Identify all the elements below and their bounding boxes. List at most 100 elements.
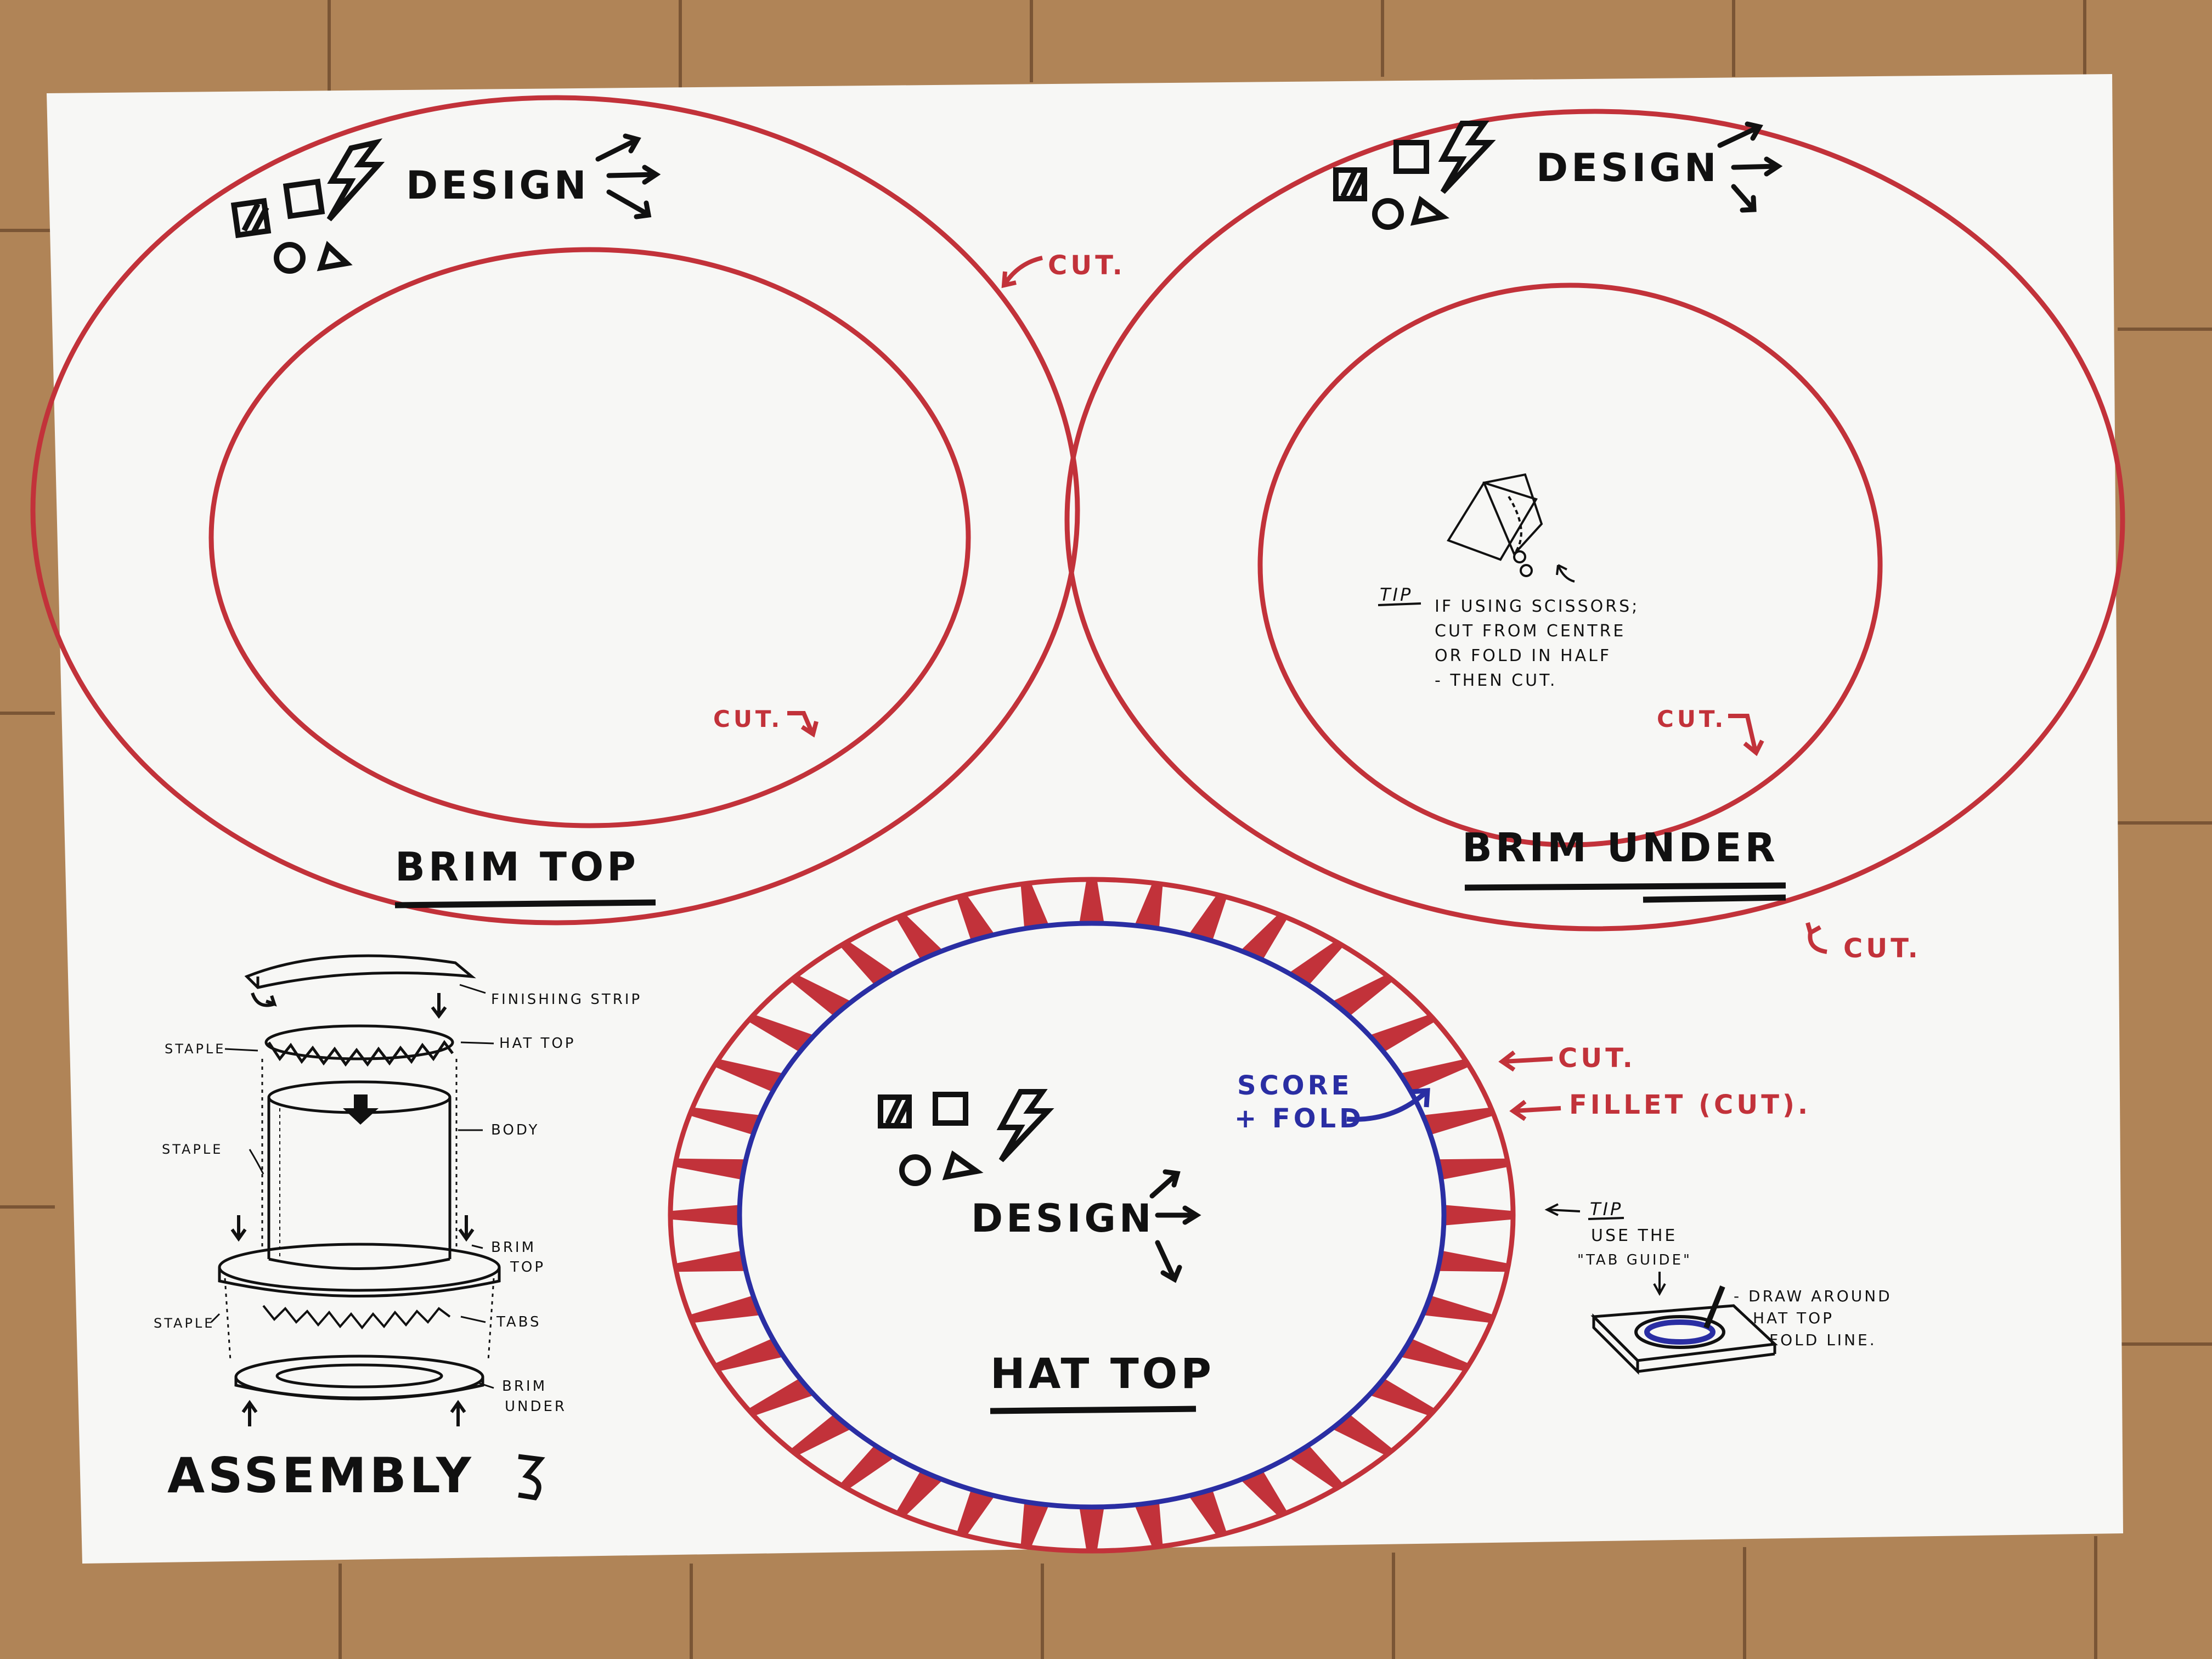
brim-under-tip-line-3: OR FOLD IN HALF (1435, 646, 1611, 665)
up-arrow-icon (450, 1400, 466, 1426)
label-leader-line (249, 1149, 264, 1175)
brim-under-title-underline-2 (1643, 894, 1786, 903)
fillet-tab (1369, 1378, 1436, 1416)
assembly-label-brim-top-2: TOP (510, 1259, 545, 1276)
brim-under-outer-cut-line (1064, 109, 2125, 932)
brim-under-tip-line-2: CUT FROM CENTRE (1435, 622, 1626, 641)
score-fold-arrow-icon (1346, 1088, 1430, 1122)
assembly-label-body: BODY (491, 1122, 539, 1138)
fillet-tab (1423, 1295, 1494, 1323)
fillet-tab (1188, 1489, 1227, 1536)
fillet-tab (895, 914, 943, 960)
tab-guide-tip: TIP USE THE "TAB GUIDE" - DRAW AROUND HA… (1544, 1199, 1892, 1375)
fillet-tab (1369, 1014, 1436, 1052)
fillet-tab (1134, 1502, 1163, 1548)
fillet-tab (1437, 1250, 1509, 1272)
fillet-tab (689, 1295, 761, 1323)
tip-arrow-icon (1544, 1203, 1581, 1216)
label-leader-line (460, 1041, 494, 1045)
fillet-tab (1288, 941, 1344, 985)
brim-under-title-underline (1464, 882, 1786, 891)
assembly-label-brim-under-2: UNDER (505, 1398, 567, 1415)
hat-top-template: DESIGN SCORE + FOLD CUT. FILLET (CUT). H… (668, 877, 1811, 1554)
hat-top-fillet-label: FILLET (CUT). (1569, 1090, 1811, 1120)
assembly-label-staple-2: STAPLE (162, 1142, 223, 1157)
fillet-arrow-icon (1509, 1099, 1561, 1121)
fillet-tab (895, 1470, 943, 1516)
hat-top-cut-label: CUT. (1558, 1043, 1636, 1074)
fillet-tab (790, 974, 852, 1017)
fillet-tab (1437, 1158, 1509, 1180)
design-arrows-icon (1717, 121, 1783, 213)
brim-top-inner-cut-line (208, 247, 971, 828)
fillet-tab (675, 1158, 746, 1180)
brim-under-tip-line-1: IF USING SCISSORS; (1435, 597, 1639, 616)
tip-arrow-icon (1653, 1272, 1666, 1296)
fillet-tab (1240, 914, 1288, 960)
hat-top-outer-cut-line (668, 877, 1516, 1554)
fillet-tab (1240, 1470, 1288, 1516)
brim-top-outer-cut-line (30, 95, 1080, 926)
tab-tip-draw-line-1: - DRAW AROUND (1734, 1287, 1892, 1305)
tab-tip-draw-line-3: FOLD LINE. (1769, 1331, 1877, 1349)
fillet-tab (1020, 883, 1049, 929)
hat-top-drawing (264, 1024, 454, 1067)
hat-top-design-label: DESIGN (971, 1196, 1154, 1241)
fillet-tab (1020, 1502, 1049, 1548)
fillet-tab (1331, 974, 1393, 1017)
cut-arrow-icon (787, 711, 819, 738)
brim-top-title: BRIM TOP (395, 844, 639, 890)
label-leader-line (460, 1316, 486, 1323)
fillet-tab (1443, 1205, 1513, 1226)
fillet-tab (1400, 1338, 1470, 1372)
tab-tip-line-2: "TAB GUIDE" (1577, 1252, 1692, 1268)
fillet-tab (714, 1338, 784, 1372)
tab-guide-drawing-icon (1590, 1285, 1778, 1375)
brim-under-drawing (234, 1355, 484, 1401)
brim-under-template: DESIGN TIP IF USING SCISSORS; CUT FROM C… (1064, 109, 2125, 964)
down-arrow-icon (251, 992, 277, 1007)
brim-top-title-underline (394, 899, 656, 909)
hat-top-fillets (670, 879, 1513, 1551)
brim-under-outer-cut-label: CUT. (1843, 933, 1921, 964)
label-leader-line (459, 984, 486, 994)
fillet-tab (1331, 1414, 1393, 1456)
down-arrow-icon (431, 993, 447, 1019)
brim-top-template: DESIGN CUT. CUT. BRIM TOP (30, 95, 1126, 926)
assembly-label-hat-top: HAT TOP (499, 1035, 576, 1052)
fillet-tab (839, 941, 895, 985)
fillet-tab (956, 894, 995, 941)
design-shapes-icon (230, 138, 385, 274)
assembly-arrow-icon (518, 1454, 545, 1500)
label-leader-line (471, 1244, 483, 1249)
assembly-label-finishing-strip: FINISHING STRIP (491, 991, 642, 1008)
fillet-tab (670, 1205, 740, 1226)
tab-tip-line-1: USE THE (1591, 1226, 1677, 1245)
tabs-drawing (262, 1305, 451, 1330)
fillet-tab (1188, 894, 1227, 941)
hat-top-title: HAT TOP (990, 1349, 1215, 1398)
fillet-tab (748, 1378, 815, 1416)
assembly-label-tabs: TABS (496, 1314, 541, 1330)
fillet-tab (748, 1014, 815, 1052)
label-leader-line (224, 1048, 258, 1052)
assembly-label-staple-3: STAPLE (154, 1316, 215, 1331)
assembly-title: ASSEMBLY (167, 1447, 475, 1504)
hat-top-score-label-2: + FOLD (1234, 1103, 1364, 1134)
brim-under-tip-label: TIP (1380, 584, 1413, 605)
brim-under-design-label: DESIGN (1536, 145, 1719, 190)
assembly-label-staple-1: STAPLE (165, 1041, 225, 1057)
down-arrow-icon (230, 1215, 247, 1242)
brim-top-outer-cut-label: CUT. (1048, 250, 1126, 281)
design-shapes-icon (1333, 121, 1496, 230)
scissors-cutting-icon (1447, 473, 1575, 583)
tab-tip-draw-line-2: HAT TOP (1753, 1309, 1834, 1327)
design-arrows-icon (1149, 1169, 1201, 1283)
label-leader-line (477, 1381, 494, 1389)
hat-top-score-fold-line (737, 921, 1447, 1510)
fillet-tab (1400, 1059, 1470, 1092)
down-arrow-icon (458, 1215, 475, 1242)
cut-arrow-icon (1001, 256, 1043, 289)
fillet-tab (839, 1445, 895, 1489)
